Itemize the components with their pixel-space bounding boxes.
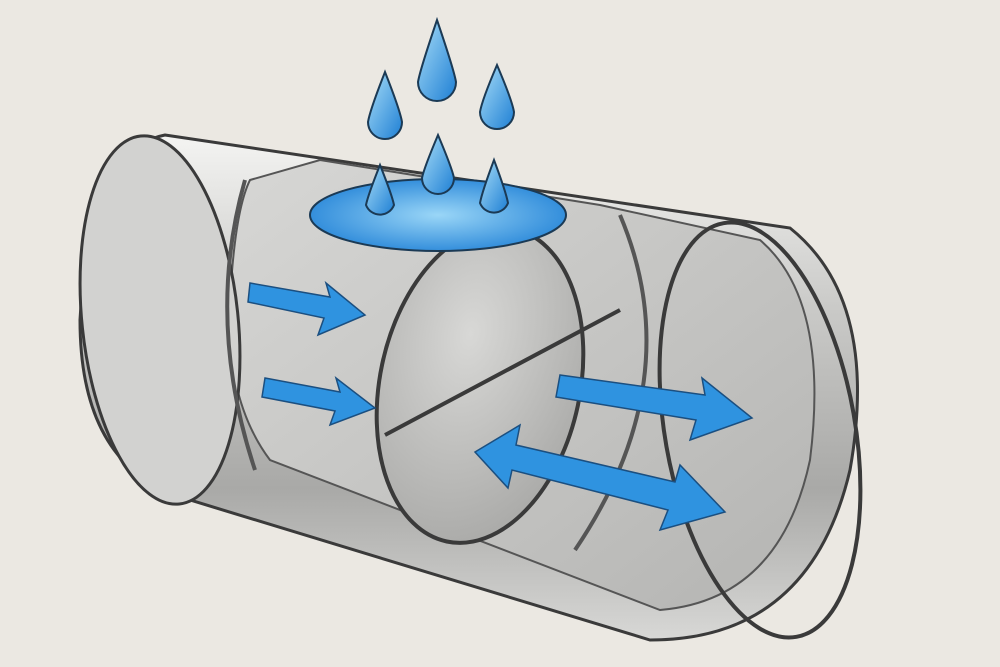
water-drop-icon — [478, 62, 516, 130]
arrow-double-icon — [473, 423, 727, 532]
arrow-right-icon — [247, 280, 367, 337]
pipe-right-end — [657, 220, 863, 640]
water-drop-icon — [478, 157, 510, 214]
pipe-left-end — [78, 134, 242, 506]
pipe-band-right — [573, 214, 649, 552]
water-drop-icon — [364, 162, 396, 216]
water-drop-icon — [366, 69, 404, 140]
arrow-right-icon — [261, 376, 377, 427]
damper-shaft — [384, 308, 621, 437]
flow-arrows — [247, 280, 754, 532]
water-drop-icon — [420, 132, 456, 195]
water-drop-icon — [416, 16, 458, 102]
pipe-band-left — [225, 179, 257, 471]
water-drops — [364, 16, 516, 216]
arrow-right-icon — [555, 374, 754, 442]
